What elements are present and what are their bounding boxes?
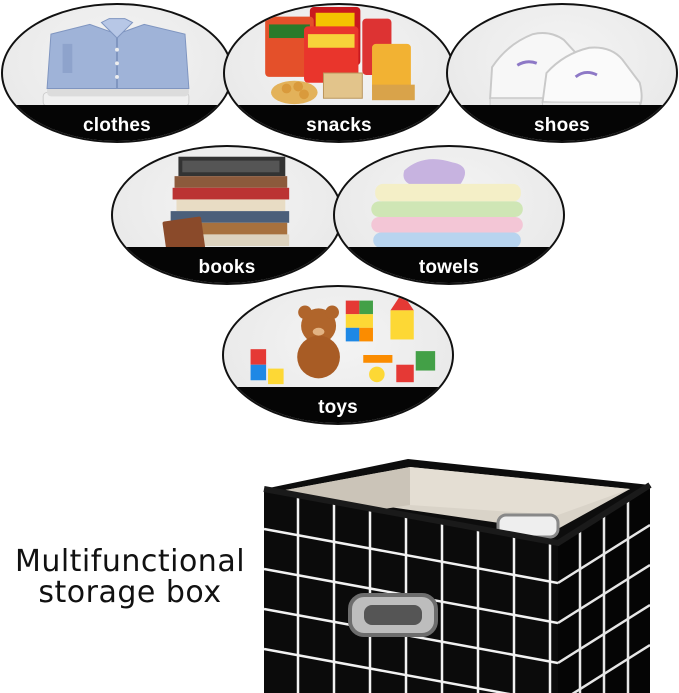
black-grid-storage-box-image xyxy=(263,459,652,693)
category-label: toys xyxy=(318,397,358,418)
category-label: snacks xyxy=(306,115,372,136)
category-towels: towels xyxy=(333,145,565,285)
folded-towels-image xyxy=(371,159,523,249)
label-band xyxy=(113,247,341,283)
label-band xyxy=(224,387,452,423)
category-label: shoes xyxy=(534,115,590,136)
category-books: books xyxy=(111,145,343,285)
category-clothes: clothes xyxy=(1,3,233,143)
label-band xyxy=(335,247,563,283)
category-shoes: shoes xyxy=(446,3,678,143)
category-label: books xyxy=(198,257,256,278)
label-band xyxy=(3,105,231,141)
category-snacks: snacks xyxy=(223,3,455,143)
label-band xyxy=(225,105,453,141)
sneakers-image xyxy=(489,32,643,113)
category-label: towels xyxy=(418,257,480,278)
category-toys: toys xyxy=(222,285,454,425)
tagline-line-1: Multifunctional xyxy=(14,544,246,579)
category-label: clothes xyxy=(83,115,151,136)
label-band xyxy=(448,105,676,141)
snack-bags-image xyxy=(265,6,415,105)
toys-blocks-bear-image xyxy=(250,292,436,385)
tagline: Multifunctional storage box xyxy=(10,546,250,608)
tagline-line-2: storage box xyxy=(38,575,222,610)
shirt-stack-image xyxy=(42,18,190,107)
